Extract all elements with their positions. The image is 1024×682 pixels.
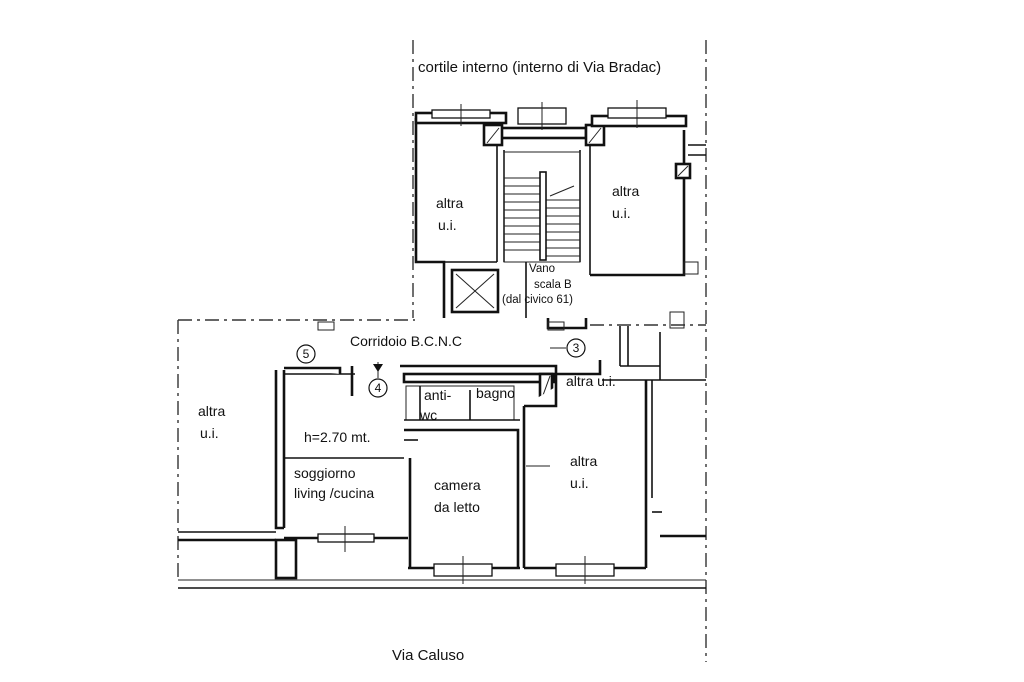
- anti-wc-label: anti-: [424, 387, 452, 403]
- corridor-label: Corridoio B.C.N.C: [350, 333, 462, 349]
- courtyard-label: cortile interno (interno di Via Bradac): [418, 59, 661, 76]
- left-unit-label-2: u.i.: [200, 425, 219, 441]
- wc-label: wc: [419, 407, 437, 423]
- svg-text:5: 5: [303, 347, 310, 361]
- stair-label-3: (dal civico 61): [502, 294, 573, 306]
- top-left-unit-label-2: u.i.: [438, 217, 457, 233]
- marker-5: 5: [296, 344, 316, 364]
- bathroom-label: bagno: [476, 385, 515, 401]
- stair-label-2: scala B: [534, 279, 572, 291]
- bedroom-label-2: da letto: [434, 499, 480, 515]
- top-left-unit-walls: [414, 104, 508, 318]
- main-unit-walls: [274, 364, 558, 584]
- living-label-1: soggiorno: [294, 465, 356, 481]
- left-unit-walls: [178, 321, 565, 542]
- marker-4: 4: [368, 362, 388, 398]
- living-label-2: living /cucina: [294, 485, 374, 501]
- top-right-unit-walls: [589, 100, 706, 277]
- left-unit-label-1: altra: [198, 403, 225, 419]
- marker-3: 3: [550, 338, 586, 358]
- street-label: Via Caluso: [392, 647, 464, 664]
- svg-text:4: 4: [375, 381, 382, 395]
- svg-text:3: 3: [573, 341, 580, 355]
- top-left-unit-label-1: altra: [436, 195, 463, 211]
- right-unit-label-2: u.i.: [570, 475, 589, 491]
- right-unit-walls: [522, 311, 706, 584]
- stair-core: [450, 102, 606, 330]
- right-upper-unit-label: altra u.i.: [566, 373, 616, 389]
- bedroom-label-1: camera: [434, 477, 481, 493]
- street-lines: [178, 579, 706, 589]
- property-boundary: [177, 40, 707, 662]
- stair-treads: [504, 171, 580, 261]
- ceiling-height-label: h=2.70 mt.: [304, 429, 371, 445]
- top-right-unit-label-1: altra: [612, 183, 639, 199]
- stair-label-1: Vano: [529, 263, 555, 275]
- right-unit-label-1: altra: [570, 453, 597, 469]
- top-right-unit-label-2: u.i.: [612, 205, 631, 221]
